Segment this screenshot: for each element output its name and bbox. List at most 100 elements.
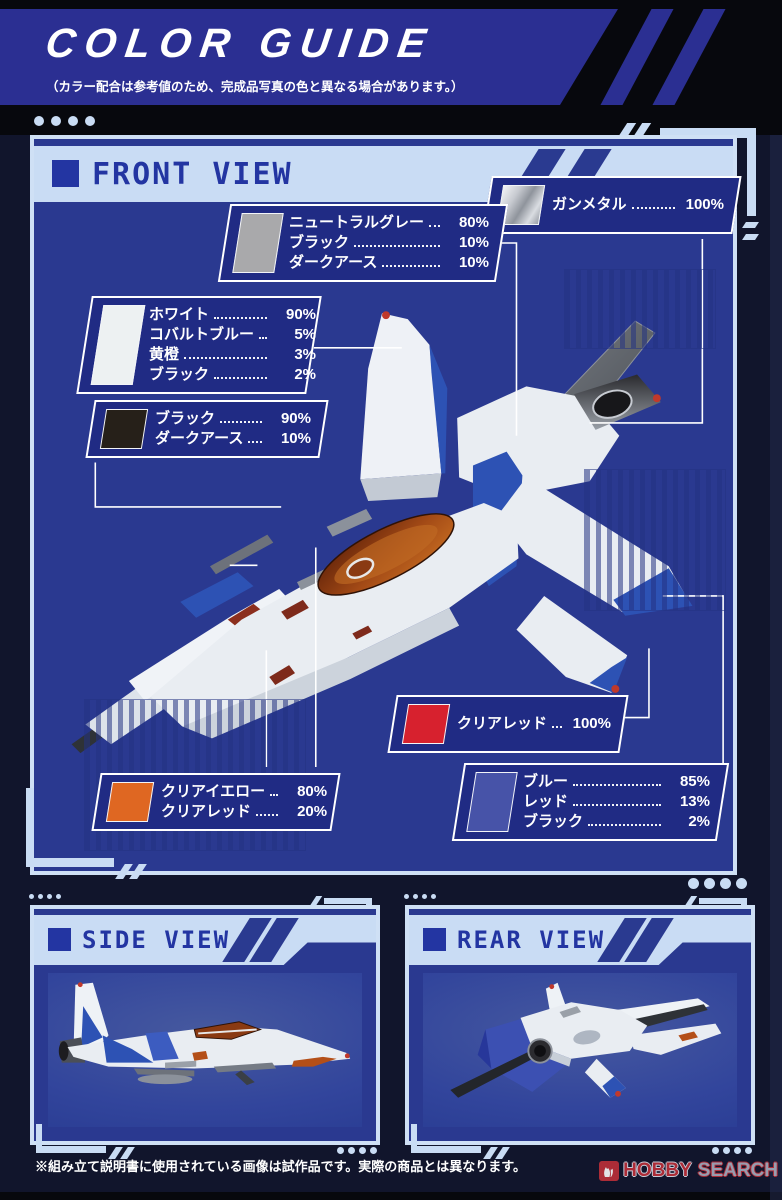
dot-leader [214, 377, 268, 379]
dot-leader [248, 441, 262, 443]
color-percent: 80% [458, 214, 489, 231]
corner-bracket [699, 898, 747, 904]
color-name: ガンメタル [552, 196, 627, 213]
color-name: コバルトブルー [149, 326, 255, 343]
corner-dots [29, 894, 61, 899]
color-percent: 85% [679, 773, 710, 790]
front-view-title: FRONT VIEW [92, 157, 293, 192]
color-name: ブラック [523, 813, 584, 830]
schematic-decoration [584, 469, 726, 611]
color-percent: 13% [679, 793, 710, 810]
rear-view-header-bar: REAR VIEW [409, 915, 751, 965]
dot-leader [429, 225, 440, 227]
side-view-photo [48, 973, 362, 1127]
color-callout-black: ブラック 90% ダークアース 10% [85, 400, 329, 458]
color-percent: 10% [458, 254, 489, 271]
side-view-panel: SIDE VIEW [30, 905, 380, 1145]
schematic-decoration [564, 269, 716, 349]
color-percent: 10% [280, 430, 311, 447]
color-callout-neutral-gray: ニュートラルグレー 80% ブラック 10% ダークアース 10% [217, 204, 509, 282]
color-callout-gunmetal: ガンメタル 100% [482, 176, 742, 234]
color-name: ブラック [155, 410, 216, 427]
color-swatch [401, 704, 451, 744]
dot-leader [631, 207, 675, 209]
color-name: ブラック [149, 366, 210, 383]
vic-viper-rear-illustration [450, 982, 722, 1098]
dot-leader [259, 337, 268, 339]
color-callout-blue: ブルー 85% レッド 13% ブラック 2% [451, 763, 730, 841]
corner-bracket [26, 858, 114, 867]
color-name: クリアイエロー [161, 783, 266, 800]
color-swatch [99, 409, 149, 449]
corner-dots [34, 116, 95, 126]
color-callout-clear-red: クリアレッド 100% [387, 695, 629, 753]
slash-mark [742, 234, 759, 240]
corner-bracket [36, 1146, 106, 1153]
color-swatch [232, 213, 284, 273]
color-name: 黄橙 [149, 346, 180, 363]
page-title: COLOR GUIDE [42, 20, 438, 66]
page-subtitle: （カラー配合は参考値のため、完成品写真の色と異なる場合があります。） [46, 80, 464, 94]
color-percent: 80% [297, 783, 328, 800]
color-percent: 90% [280, 410, 311, 427]
rear-view-photo [423, 973, 737, 1127]
flame-icon [599, 1161, 620, 1181]
color-percent: 20% [297, 803, 328, 820]
color-percent: 10% [458, 234, 489, 251]
color-callout-clear-yellow: クリアイエロー 80% クリアレッド 20% [91, 773, 341, 831]
color-name: クリアレッド [457, 715, 548, 732]
color-name: ホワイト [149, 306, 210, 323]
header-square-icon [423, 928, 446, 951]
rear-view-title: REAR VIEW [457, 926, 606, 954]
corner-dots [712, 1147, 752, 1154]
front-view-panel: FRONT VIEW [30, 135, 737, 875]
corner-bracket [36, 1124, 42, 1152]
color-percent: 2% [688, 813, 710, 830]
slash-mark [742, 222, 759, 228]
color-swatch [466, 772, 518, 832]
color-name: ニュートラルグレー [289, 214, 425, 231]
corner-bracket [411, 1146, 481, 1153]
color-percent: 3% [294, 346, 317, 363]
corner-bracket [324, 898, 372, 904]
rear-view-panel: REAR VIEW [405, 905, 755, 1145]
corner-bracket [411, 1124, 417, 1152]
corner-bracket [660, 128, 756, 138]
color-name: ダークアース [289, 254, 378, 271]
color-name: クリアレッド [161, 803, 252, 820]
dot-leader [354, 245, 440, 247]
side-view-header-bar: SIDE VIEW [34, 915, 376, 965]
dot-leader [382, 265, 440, 267]
color-swatch [105, 782, 155, 822]
color-percent: 100% [572, 715, 611, 732]
color-name: レッド [523, 793, 569, 810]
dot-leader [270, 794, 279, 796]
dot-leader [552, 726, 562, 728]
header-band [0, 9, 782, 105]
dot-leader [256, 814, 279, 816]
header-square-icon [48, 928, 71, 951]
color-name: ブラック [289, 234, 350, 251]
watermark-word-search: SEARCH [697, 1160, 778, 1181]
corner-dots [404, 894, 436, 899]
right-edge-column [770, 135, 782, 1200]
bottom-background-strip [0, 1192, 782, 1200]
dot-leader [220, 421, 262, 423]
header-diagonal-black [560, 9, 782, 105]
watermark-word-hobby: HOBBY [623, 1160, 692, 1181]
color-name: ブルー [523, 773, 569, 790]
corner-dots [337, 1147, 377, 1154]
color-percent: 5% [294, 326, 317, 343]
corner-dots [688, 878, 747, 889]
color-swatch [90, 305, 146, 385]
corner-bracket [26, 788, 34, 866]
header-square-icon [52, 160, 79, 187]
dot-leader [214, 317, 268, 319]
side-view-title: SIDE VIEW [82, 926, 231, 954]
color-percent: 100% [685, 196, 724, 213]
color-name: ダークアース [155, 430, 244, 447]
dot-leader [588, 824, 661, 826]
dot-leader [573, 784, 661, 786]
